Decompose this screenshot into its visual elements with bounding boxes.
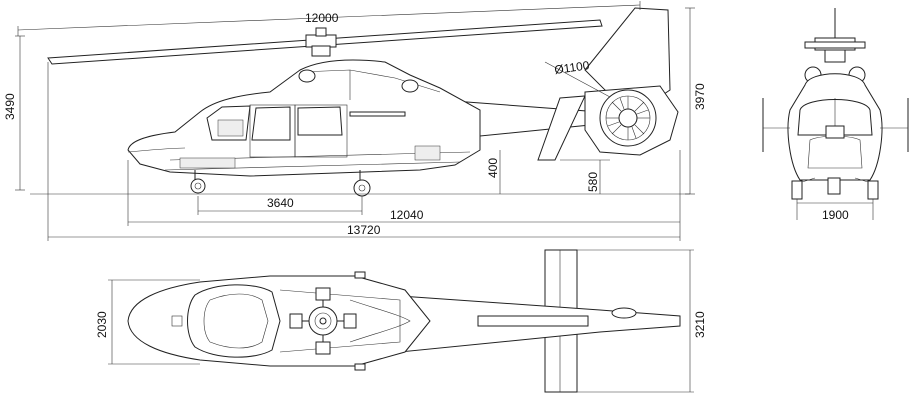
label-top-width: 2030 — [95, 311, 109, 338]
exhaust-vent — [298, 69, 316, 83]
label-stabilizer-span: 3210 — [693, 311, 707, 338]
label-wheelbase: 3640 — [267, 196, 294, 210]
landing-gear — [190, 170, 371, 197]
cabin-window — [251, 106, 291, 141]
dimension-fenestron: Ø1100 — [544, 58, 611, 98]
dimension-skid: 400 — [486, 150, 501, 194]
label-fenestron-diameter: Ø1100 — [553, 58, 590, 77]
label-tail-clearance: 580 — [586, 172, 600, 192]
dimension-overall-height: 3970 — [685, 7, 707, 195]
horizontal-stabilizer — [537, 95, 586, 161]
side-view: 12000 3490 3970 Ø1100 400 580 — [3, 1, 707, 241]
label-fuselage-length: 12040 — [390, 208, 424, 222]
dimension-stabilizer-span: 3210 — [577, 249, 707, 393]
label-skid: 400 — [486, 158, 500, 178]
label-overall-length: 13720 — [347, 223, 381, 237]
dimension-top-width: 2030 — [95, 279, 200, 365]
top-rotor-hub — [289, 287, 357, 355]
front-view: 1900 — [762, 8, 909, 222]
top-view: 2030 3210 — [95, 249, 707, 393]
label-rotor-diameter: 12000 — [305, 11, 339, 25]
rear-window — [297, 106, 343, 136]
rotor-hub — [305, 34, 337, 48]
vent-grille — [179, 157, 236, 169]
dimension-rotor-diameter: 12000 — [17, 1, 641, 36]
front-landing-gear — [791, 177, 879, 200]
dimension-fuselage-length: 12040 — [127, 150, 681, 226]
label-height-to-hub: 3490 — [3, 93, 17, 120]
dimension-track-width: 1900 — [796, 199, 874, 222]
label-track-width: 1900 — [822, 208, 849, 222]
fenestron-fan — [599, 89, 657, 147]
top-canopy — [187, 284, 281, 358]
dimension-wheelbase: 3640 — [197, 196, 363, 215]
dimension-tail-clearance: 580 — [560, 159, 610, 194]
dimension-height-to-hub: 3490 — [3, 35, 25, 191]
label-overall-height: 3970 — [693, 83, 707, 110]
dimension-overall-length: 13720 — [47, 62, 681, 241]
